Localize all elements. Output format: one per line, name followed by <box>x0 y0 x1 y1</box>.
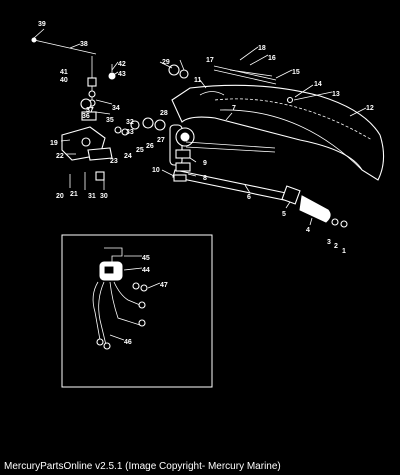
callout-2: 2 <box>334 243 338 250</box>
callout-20: 20 <box>56 193 64 200</box>
callout-6: 6 <box>247 194 251 201</box>
callout-33: 33 <box>126 129 134 136</box>
callout-4: 4 <box>306 227 310 234</box>
callout-16: 16 <box>268 55 276 62</box>
callout-15: 15 <box>292 69 300 76</box>
callout-18: 18 <box>258 45 266 52</box>
callout-26: 26 <box>146 143 154 150</box>
callout-42: 42 <box>118 61 126 68</box>
callout-22: 22 <box>56 153 64 160</box>
callout-28: 28 <box>160 110 168 117</box>
callout-5: 5 <box>282 211 286 218</box>
callout-36: 36 <box>82 113 90 120</box>
callout-labels: 1 2 3 4 5 6 7 8 9 10 11 12 13 14 15 16 1… <box>38 21 374 346</box>
callout-34: 34 <box>112 105 120 112</box>
shift-plates <box>173 149 191 182</box>
callout-37: 37 <box>86 107 94 114</box>
callout-11: 11 <box>194 77 202 84</box>
callout-10: 10 <box>152 167 160 174</box>
callout-38: 38 <box>80 41 88 48</box>
callout-19: 19 <box>50 140 58 147</box>
callout-3: 3 <box>327 239 331 246</box>
callout-24: 24 <box>124 153 132 160</box>
exploded-parts-diagram: 1 2 3 4 5 6 7 8 9 10 11 12 13 14 15 16 1… <box>31 21 385 388</box>
callout-7: 7 <box>232 105 236 112</box>
twist-grip <box>281 185 348 228</box>
callout-23: 23 <box>110 158 118 165</box>
callout-29: 29 <box>162 59 170 66</box>
callout-43: 43 <box>118 71 126 78</box>
callout-39: 39 <box>38 21 46 28</box>
callout-13: 13 <box>332 91 340 98</box>
tiller-handle <box>171 84 385 181</box>
lever-bracket <box>61 64 189 190</box>
callout-21: 21 <box>70 191 78 198</box>
leader-lines <box>33 28 367 341</box>
callout-9: 9 <box>203 160 207 167</box>
callout-17: 17 <box>206 57 214 64</box>
callout-14: 14 <box>314 81 322 88</box>
callout-46: 46 <box>124 339 132 346</box>
callout-8: 8 <box>203 175 207 182</box>
copyright-footer: MercuryPartsOnline v2.5.1 (Image Copyrig… <box>0 458 400 475</box>
callout-44: 44 <box>142 267 150 274</box>
link-rod <box>31 37 97 110</box>
callout-30: 30 <box>100 193 108 200</box>
callout-1: 1 <box>342 248 346 255</box>
callout-25: 25 <box>136 147 144 154</box>
throttle-cable <box>199 65 294 104</box>
callout-40: 40 <box>60 77 68 84</box>
callout-32: 32 <box>126 119 134 126</box>
callout-27: 27 <box>157 137 165 144</box>
callout-45: 45 <box>142 255 150 262</box>
callout-47: 47 <box>160 282 168 289</box>
callout-31: 31 <box>88 193 96 200</box>
callout-12: 12 <box>366 105 374 112</box>
inset-detail <box>61 234 213 388</box>
callout-35: 35 <box>106 117 114 124</box>
callout-41: 41 <box>60 69 68 76</box>
